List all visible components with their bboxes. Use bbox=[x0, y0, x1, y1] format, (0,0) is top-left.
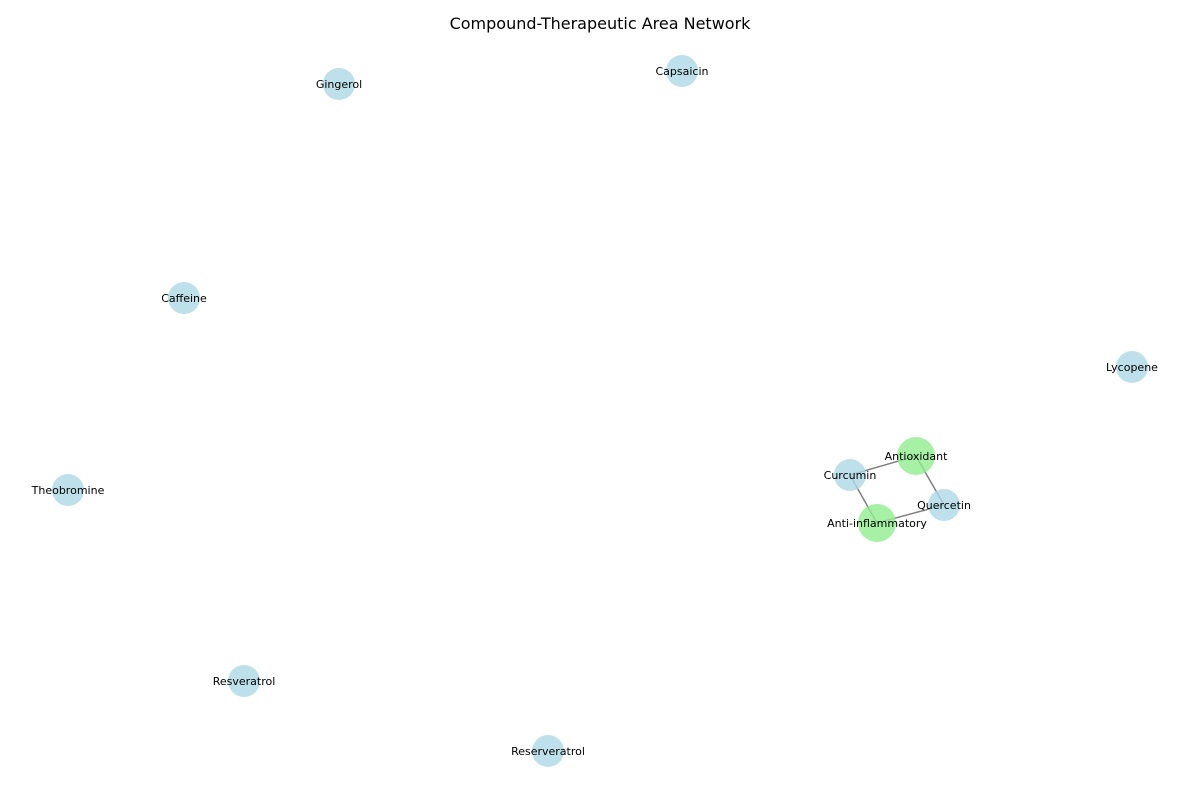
node-circle-resveratrol bbox=[228, 665, 260, 697]
node-circle-curcumin bbox=[834, 459, 866, 491]
node-lycopene: Lycopene bbox=[1106, 351, 1158, 383]
node-circle-anti-inflammatory bbox=[858, 504, 896, 542]
node-quercetin: Quercetin bbox=[917, 489, 971, 521]
node-label-capsaicin: Capsaicin bbox=[655, 65, 708, 78]
node-label-lycopene: Lycopene bbox=[1106, 361, 1158, 374]
node-circle-quercetin bbox=[928, 489, 960, 521]
nodes-layer: Gingerol CapsaicinCaffeineLycopeneTheobro… bbox=[31, 55, 1158, 767]
node-label-antioxidant: Antioxidant bbox=[885, 450, 949, 463]
node-circle-capsaicin bbox=[666, 55, 698, 87]
node-resveratrol: Resveratrol bbox=[213, 665, 276, 697]
node-capsaicin: Capsaicin bbox=[655, 55, 709, 87]
node-anti-inflammatory: Anti-inflammatory bbox=[827, 504, 927, 542]
node-circle-reserveratrol bbox=[532, 735, 564, 767]
node-circle-caffeine bbox=[168, 282, 200, 314]
node-theobromine: Theobromine bbox=[31, 474, 105, 506]
node-gingerol: Gingerol bbox=[316, 68, 362, 100]
node-label-resveratrol: Resveratrol bbox=[213, 675, 276, 688]
node-antioxidant: Antioxidant bbox=[885, 437, 949, 475]
node-circle-gingerol bbox=[323, 68, 355, 100]
node-circle-lycopene bbox=[1116, 351, 1148, 383]
node-label-quercetin: Quercetin bbox=[917, 499, 971, 512]
node-label-reserveratrol: Reserveratrol bbox=[511, 745, 585, 758]
graph-title: Compound-Therapeutic Area Network bbox=[450, 14, 752, 33]
node-label-caffeine: Caffeine bbox=[161, 292, 207, 305]
node-circle-theobromine bbox=[52, 474, 84, 506]
node-label-gingerol: Gingerol bbox=[316, 78, 362, 91]
node-caffeine: Caffeine bbox=[161, 282, 207, 314]
node-circle-antioxidant bbox=[897, 437, 935, 475]
node-label-theobromine: Theobromine bbox=[31, 484, 105, 497]
node-label-curcumin: Curcumin bbox=[824, 469, 877, 482]
node-label-anti-inflammatory: Anti-inflammatory bbox=[827, 517, 927, 530]
node-curcumin: Curcumin bbox=[824, 459, 877, 491]
node-reserveratrol: Reserveratrol bbox=[511, 735, 585, 767]
